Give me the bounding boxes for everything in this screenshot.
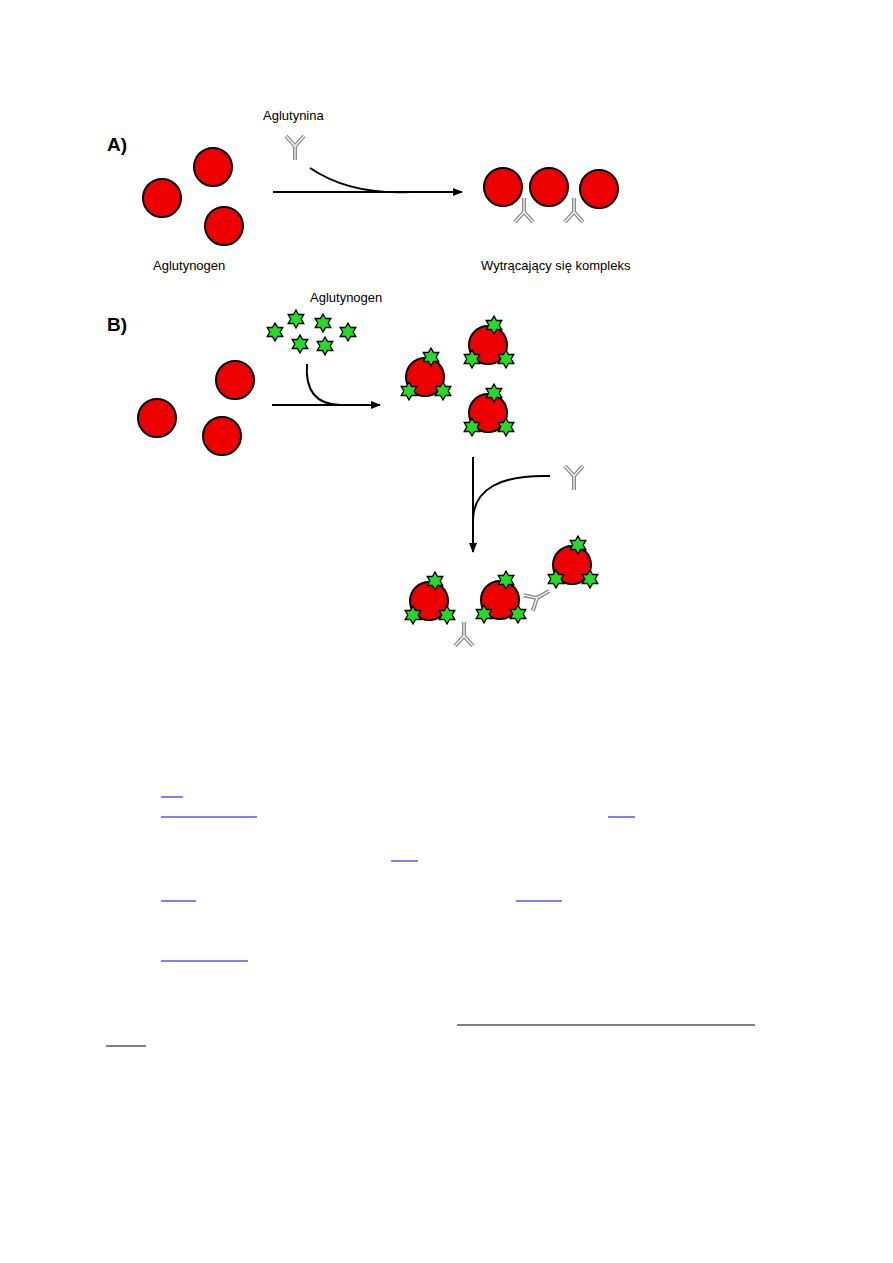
panel-letter: A) [107, 134, 127, 157]
reagent-label: Aglutynogen [310, 290, 382, 306]
particle-label: Aglutynogen [153, 258, 225, 274]
panel-letter: B) [107, 314, 127, 337]
result-label: Wytrącający się kompleks [481, 258, 630, 274]
reagent-label: Aglutynina [263, 108, 324, 124]
